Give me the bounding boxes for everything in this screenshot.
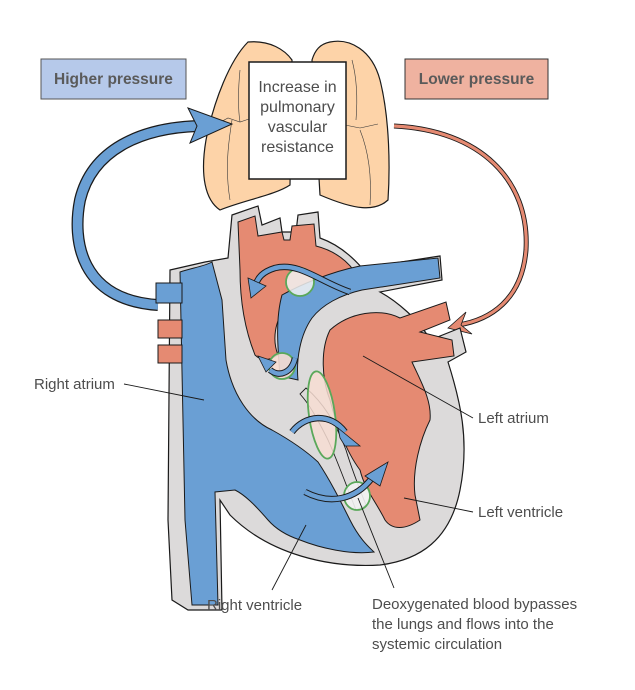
lung-fissure <box>238 69 241 123</box>
higher-pressure-box: Higher pressure <box>40 58 187 100</box>
intracardiac-flow-arrows <box>247 263 389 503</box>
vessel-stub <box>157 319 183 339</box>
leader-left-atrium <box>362 355 474 419</box>
lung-fissure <box>351 59 358 121</box>
pvr-line-1: Increase in <box>258 79 336 96</box>
leader-left-ventricle <box>403 497 474 513</box>
left-atrium-label: Left atrium <box>478 410 549 427</box>
caption-line-3: systemic circulation <box>372 636 502 653</box>
right-atrium-label: Right atrium <box>34 376 115 393</box>
blue-flow-arrow <box>71 107 234 311</box>
pvr-line-3: vascular <box>268 119 328 136</box>
pvr-line-2: pulmonary <box>260 99 335 116</box>
heart <box>155 205 467 611</box>
caption-line-2: the lungs and flows into the <box>372 616 554 633</box>
vessel-stub <box>155 282 183 304</box>
vessel-stub <box>157 344 183 364</box>
leader-caption <box>357 497 395 589</box>
lung-fissure <box>344 123 379 129</box>
leader-right-atrium <box>123 383 205 401</box>
right-ventricle-label: Right ventricle <box>207 597 302 614</box>
lower-pressure-label: Lower pressure <box>419 71 535 88</box>
pvr-line-4: resistance <box>261 139 334 156</box>
red-flow-arrow <box>393 123 529 335</box>
caption-line-1: Deoxygenated blood bypasses <box>372 596 577 613</box>
leader-lines <box>123 355 474 591</box>
right-heart-chambers <box>179 261 376 606</box>
leader-right-ventricle <box>271 524 307 591</box>
lung-fissure <box>227 119 233 201</box>
pvr-box: Increase in pulmonary vascular resistanc… <box>248 61 347 180</box>
lower-pressure-box: Lower pressure <box>404 58 549 100</box>
left-ventricle-label: Left ventricle <box>478 504 563 521</box>
lung-fissure <box>359 129 371 206</box>
higher-pressure-label: Higher pressure <box>54 71 173 88</box>
